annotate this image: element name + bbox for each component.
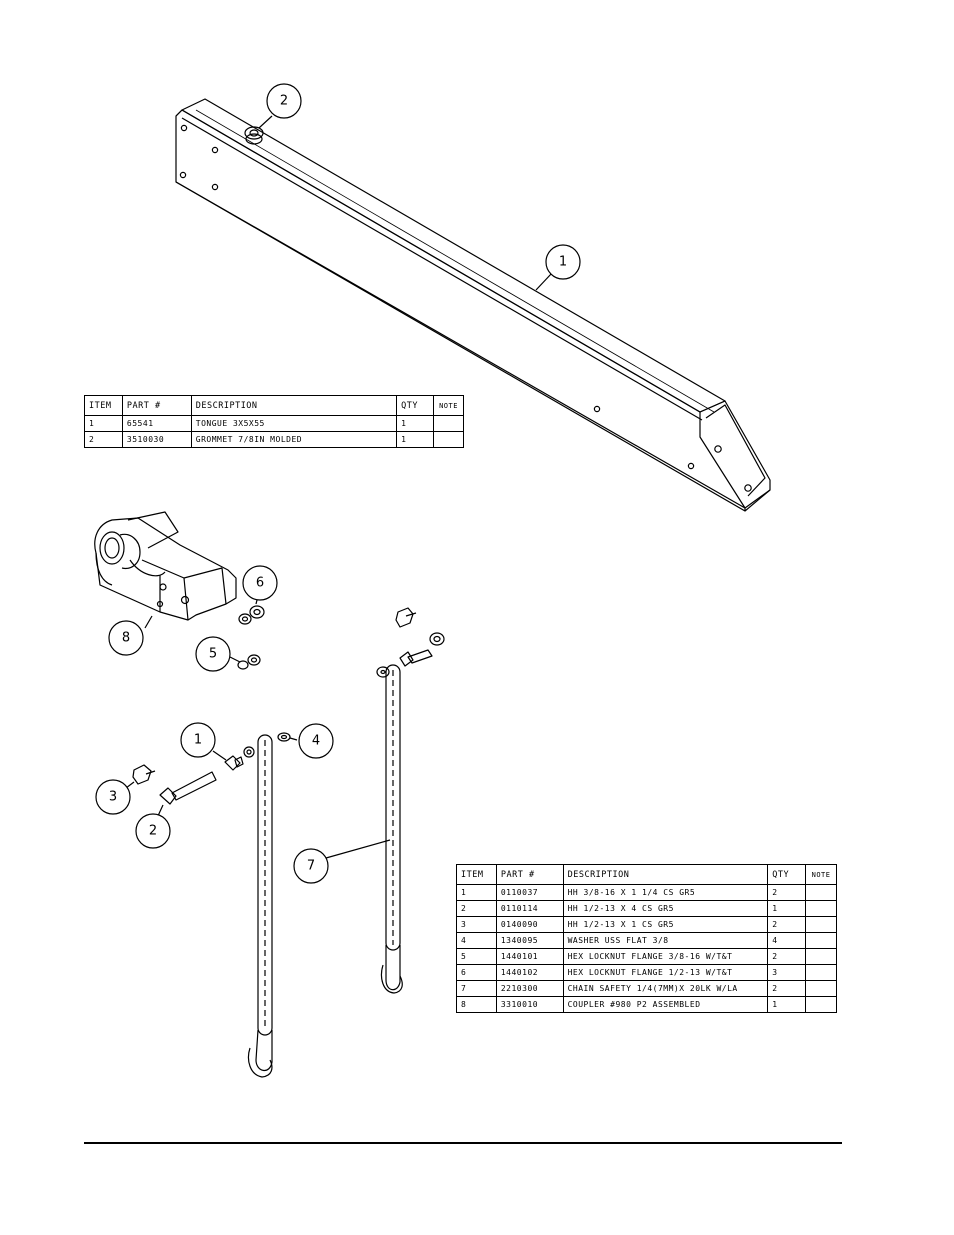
cell-item: 5	[456, 948, 497, 965]
cell-part: 65541	[121, 415, 192, 432]
callout-3-label: 3	[109, 790, 117, 805]
cell-item: 6	[456, 964, 497, 981]
cell-description: WASHER USS FLAT 3/8	[562, 932, 769, 949]
cell-description: HH 3/8-16 X 1 1/4 CS GR5	[562, 884, 769, 901]
callout-2-label: 2	[149, 824, 157, 839]
top-callout-1-label: 1	[559, 255, 567, 270]
callout-4-label: 4	[312, 734, 320, 749]
cell-item: 2	[84, 431, 123, 448]
cell-item: 3	[456, 916, 497, 933]
cell-part: 2210300	[495, 980, 564, 997]
cell-description: CHAIN SAFETY 1/4(7MM)X 20LK W/LA	[562, 980, 769, 997]
cell-note	[805, 932, 837, 949]
cell-qty: 4	[767, 932, 807, 949]
cell-part: 0110114	[495, 900, 564, 917]
cell-note	[805, 916, 837, 933]
cell-part: 0110037	[495, 884, 564, 901]
cell-note	[433, 415, 464, 432]
cell-description: COUPLER #980 P2 ASSEMBLED	[562, 996, 769, 1013]
callout-5-label: 5	[209, 647, 217, 662]
col-note: NOTE	[433, 395, 464, 416]
callout-7-label: 7	[307, 859, 315, 874]
table-header-row: ITEM PART # DESCRIPTION QTY NOTE	[456, 864, 837, 885]
cell-item: 7	[456, 980, 497, 997]
cell-note	[805, 980, 837, 997]
cell-part: 3310010	[495, 996, 564, 1013]
cell-qty: 1	[767, 996, 807, 1013]
cell-part: 1340095	[495, 932, 564, 949]
cell-description: HEX LOCKNUT FLANGE 1/2-13 W/T&T	[562, 964, 769, 981]
cell-note	[805, 900, 837, 917]
cell-qty: 2	[767, 980, 807, 997]
cell-part: 1440102	[495, 964, 564, 981]
cell-description: HH 1/2-13 X 1 CS GR5	[562, 916, 769, 933]
nut-6-part	[238, 605, 265, 625]
cell-qty: 1	[396, 415, 435, 432]
cell-qty: 3	[767, 964, 807, 981]
cell-qty: 2	[767, 916, 807, 933]
tongue-part	[175, 98, 771, 512]
cell-note	[805, 884, 837, 901]
cell-description: HEX LOCKNUT FLANGE 3/8-16 W/T&T	[562, 948, 769, 965]
cell-note	[805, 948, 837, 965]
cell-qty: 2	[767, 884, 807, 901]
cell-part: 0140090	[495, 916, 564, 933]
cell-note	[433, 431, 464, 448]
col-part: PART #	[495, 864, 564, 885]
cell-item: 8	[456, 996, 497, 1013]
cell-item: 1	[84, 415, 123, 432]
nut-5-part	[237, 654, 261, 670]
safety-chain-left	[247, 734, 273, 1078]
col-note: NOTE	[805, 864, 837, 885]
callout-8-label: 8	[122, 631, 130, 646]
table-header-row: ITEM PART # DESCRIPTION QTY NOTE	[84, 395, 464, 416]
table-row: 2 3510030 GROMMET 7/8IN MOLDED 1	[84, 431, 464, 448]
cell-qty: 1	[396, 431, 435, 448]
bolt-hardware-right	[376, 607, 445, 678]
callout-6-label: 6	[256, 576, 264, 591]
cell-note	[805, 964, 837, 981]
col-qty: QTY	[767, 864, 807, 885]
cell-qty: 1	[767, 900, 807, 917]
col-description: DESCRIPTION	[562, 864, 769, 885]
bolt-hardware-left	[132, 732, 291, 805]
bom-table-tongue: ITEM PART # DESCRIPTION QTY NOTE 1 65541…	[84, 395, 464, 448]
top-callout-2-label: 2	[280, 94, 288, 109]
col-description: DESCRIPTION	[190, 395, 398, 416]
col-qty: QTY	[396, 395, 435, 416]
col-item: ITEM	[84, 395, 123, 416]
cell-note	[805, 996, 837, 1013]
callout-1-label: 1	[194, 733, 202, 748]
cell-part: 3510030	[121, 431, 192, 448]
cell-description: HH 1/2-13 X 4 CS GR5	[562, 900, 769, 917]
cell-item: 4	[456, 932, 497, 949]
cell-description: TONGUE 3X5X55	[190, 415, 398, 432]
cell-item: 1	[456, 884, 497, 901]
table-row: 1 65541 TONGUE 3X5X55 1	[84, 415, 464, 432]
cell-qty: 2	[767, 948, 807, 965]
cell-description: GROMMET 7/8IN MOLDED	[190, 431, 398, 448]
safety-chain-right	[380, 664, 403, 994]
coupler-part	[94, 511, 237, 621]
footer-rule	[84, 1142, 842, 1144]
col-part: PART #	[121, 395, 192, 416]
cell-item: 2	[456, 900, 497, 917]
cell-part: 1440101	[495, 948, 564, 965]
col-item: ITEM	[456, 864, 497, 885]
